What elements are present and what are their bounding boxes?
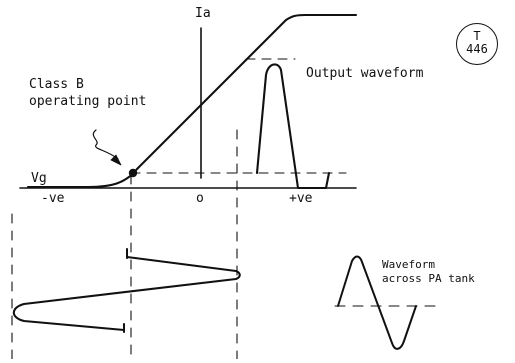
class-b-label-line1: Class B xyxy=(29,77,84,92)
operating-point-arrow xyxy=(92,129,119,160)
ia-label: Ia xyxy=(195,6,211,21)
tank-waveform xyxy=(337,255,417,350)
output-waveform xyxy=(255,63,331,190)
arrowhead xyxy=(110,154,122,166)
grid-drive-waveform xyxy=(12,255,241,332)
zero-label: o xyxy=(196,191,204,206)
vg-label: Vg xyxy=(31,171,47,186)
badge-line1: T xyxy=(473,29,481,43)
tank-label-line1: Waveform xyxy=(382,258,435,271)
pos-label: +ve xyxy=(289,191,313,206)
class-b-label-line2: operating point xyxy=(29,94,147,109)
tank-label-line2: across PA tank xyxy=(382,272,475,285)
figure-badge: T 446 xyxy=(456,23,498,65)
output-waveform-label: Output waveform xyxy=(306,66,424,81)
neg-label: -ve xyxy=(41,191,65,206)
badge-line2: 446 xyxy=(466,41,488,56)
transfer-curve xyxy=(26,13,358,189)
